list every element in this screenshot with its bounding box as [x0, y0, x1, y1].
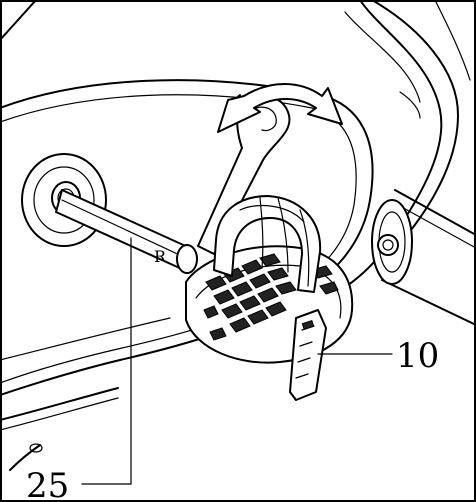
frame-edge-top-left — [0, 0, 37, 41]
callout-25-label: 25 — [26, 466, 69, 502]
callout-10: 10 — [317, 336, 439, 376]
pedal — [185, 245, 354, 364]
pedal-strap — [289, 309, 327, 401]
pedal-spindle — [55, 189, 198, 274]
rotation-arrow — [217, 83, 343, 133]
right-housing — [299, 0, 471, 311]
side-marker-r: R — [154, 247, 167, 266]
pedal-tread — [203, 253, 339, 341]
callout-10-label: 10 — [396, 336, 439, 376]
frame-crossbar — [371, 189, 476, 326]
callout-25: 25 — [26, 237, 132, 502]
flywheel-cover — [0, 79, 374, 471]
toe-clip — [213, 195, 322, 293]
